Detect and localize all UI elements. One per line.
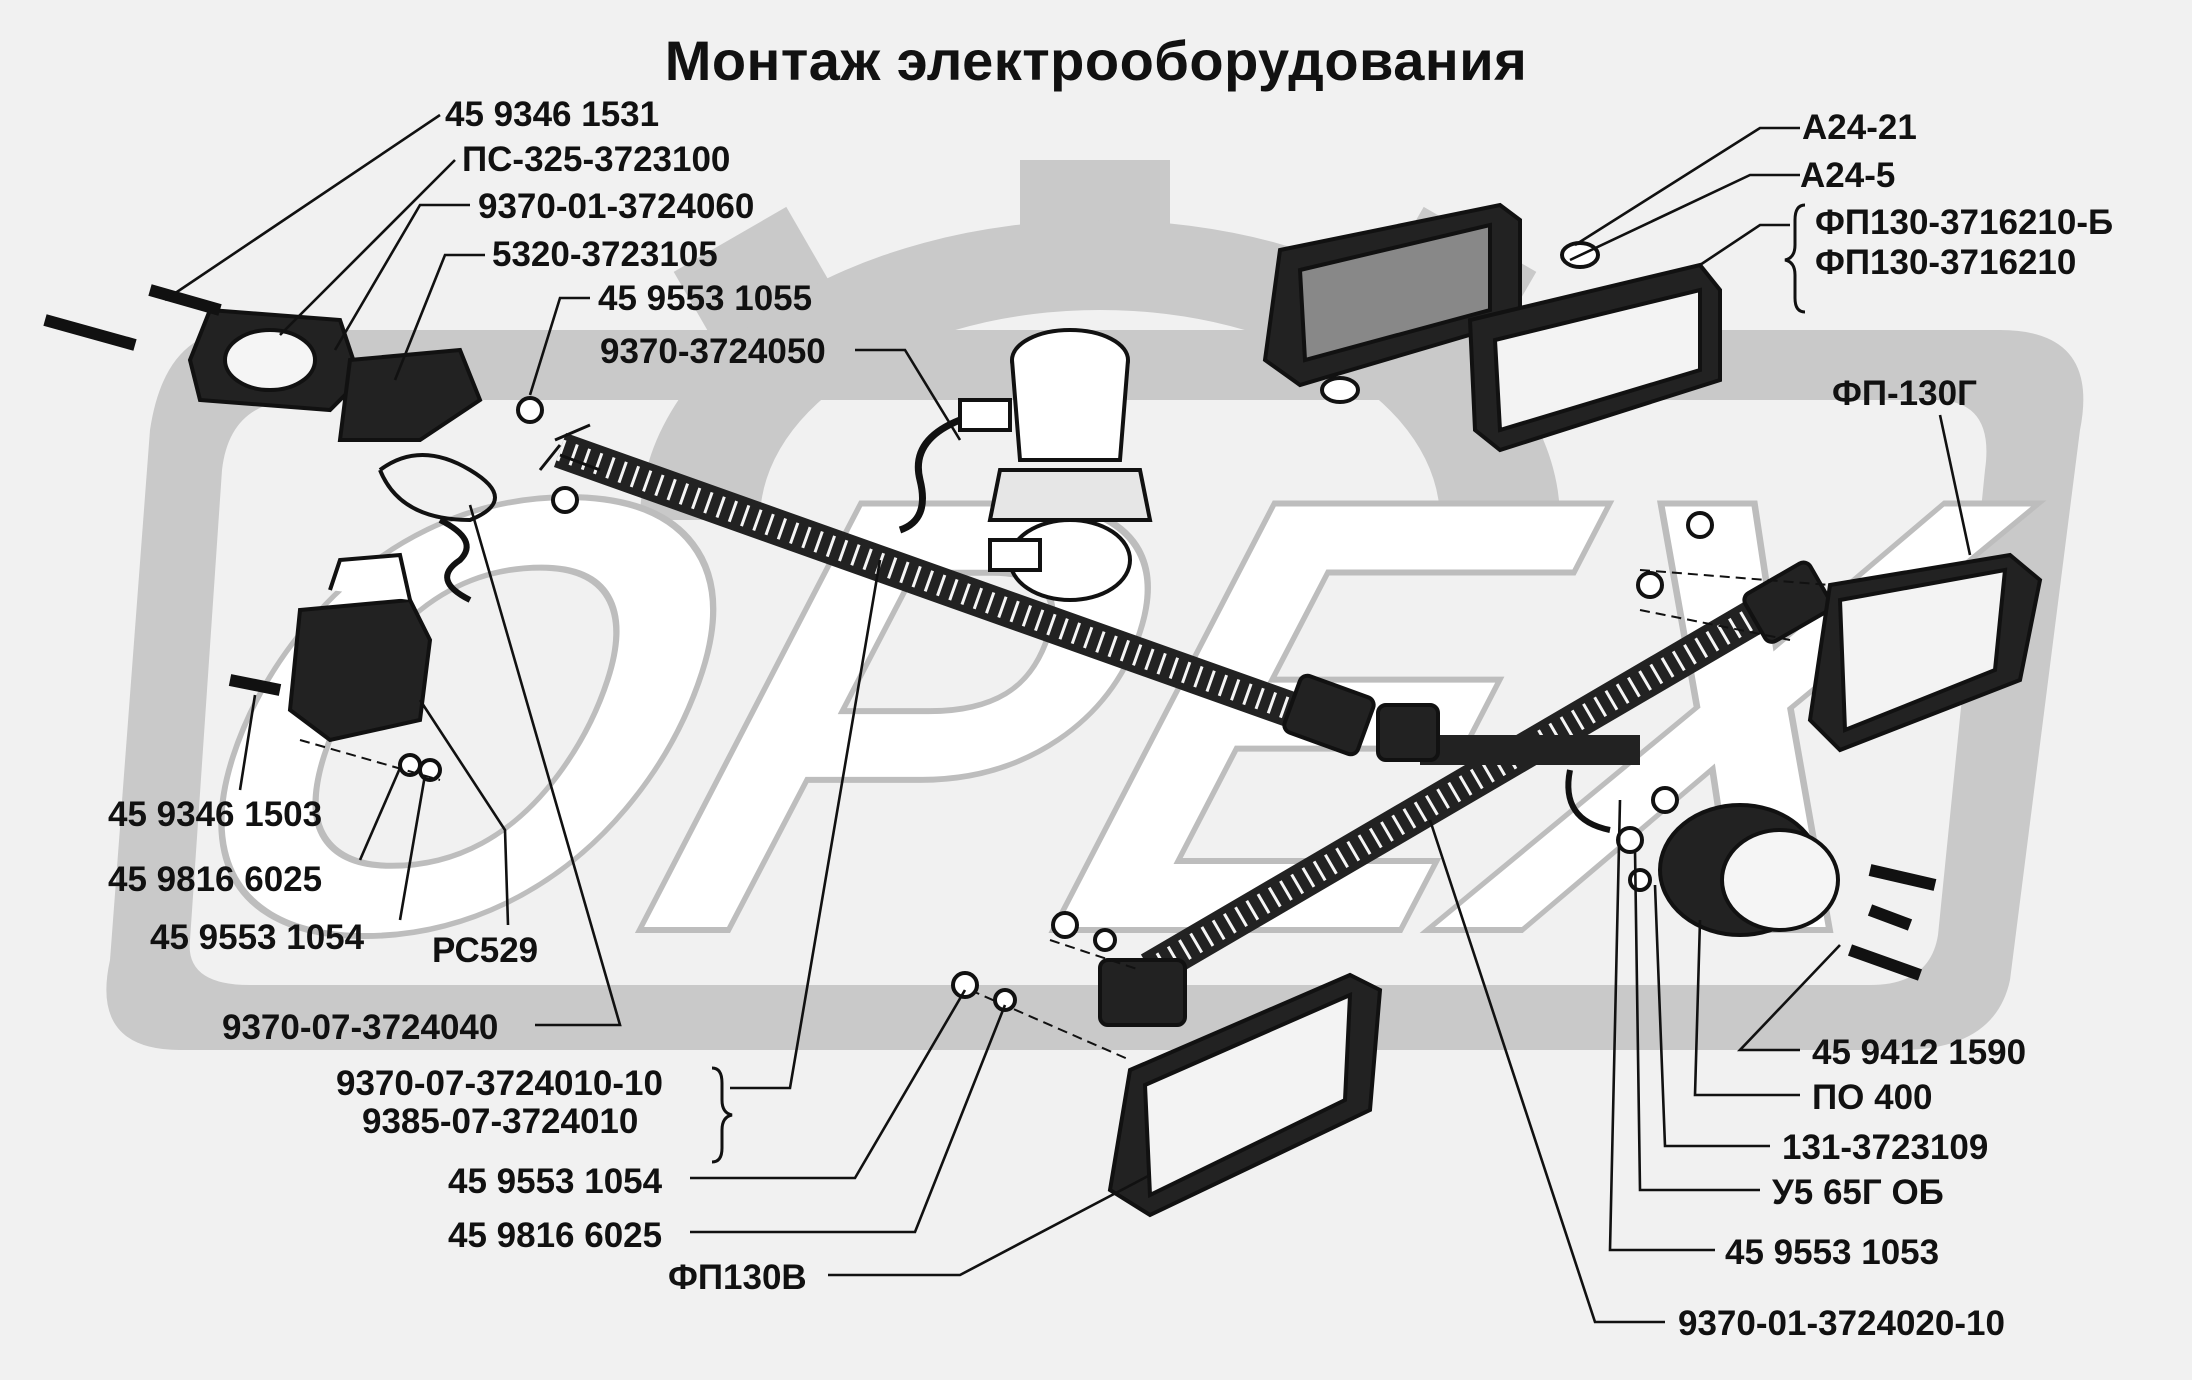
flasher-relay: [228, 552, 442, 782]
label-lamp-fp130g: ФП-130Г: [1832, 374, 1977, 413]
label-washer-u5-65g: У5 65Г ОБ: [1772, 1173, 1944, 1212]
diagram-title: Монтаж электрооборудования: [664, 29, 1528, 92]
label-harness-3724010-10: 9370-07-3724010-10: [336, 1064, 663, 1103]
label-nut-1055: 45 9553 1055: [598, 279, 813, 318]
side-lamp-right: [1636, 511, 2043, 753]
branch-harness-cable: [1140, 574, 1810, 986]
label-bulb-a24-21: А24-21: [1802, 108, 1917, 147]
label-part-131-3723109: 131-3723109: [1782, 1128, 1989, 1167]
label-bolt-1503: 45 9346 1503: [108, 795, 323, 834]
leader-lines: [164, 113, 1972, 1324]
connector-left-lamp: [1098, 958, 1187, 1027]
label-relay-ps325: ПС-325-3723100: [462, 140, 731, 179]
connector-main-end: [1282, 673, 1376, 757]
rear-lamp-upper: [1262, 202, 1722, 453]
brace-right: [1784, 203, 1806, 314]
label-harness-3724040: 9370-07-3724040: [222, 1008, 499, 1047]
label-bolt-upper: 45 9346 1531: [445, 95, 660, 134]
label-lamp-fp130v: ФП130В: [668, 1258, 807, 1297]
label-harness-3724050: 9370-3724050: [600, 332, 826, 371]
label-nut-1053: 45 9553 1053: [1725, 1233, 1940, 1272]
label-lamp-3716210: ФП130-3716210: [1815, 243, 2077, 282]
label-bracket-3723105: 5320-3723105: [492, 235, 718, 274]
brace-left: [711, 1066, 733, 1164]
brake-valve-assembly: [898, 328, 1153, 602]
relay-assembly: [43, 284, 579, 603]
label-washer-6025-left: 45 9816 6025: [108, 860, 323, 899]
label-socket-po400: ПО 400: [1812, 1078, 1933, 1117]
label-harness-9385: 9385-07-3724010: [362, 1102, 639, 1141]
label-harness-3724060: 9370-01-3724060: [478, 187, 755, 226]
label-bulb-a24-5: А24-5: [1800, 156, 1896, 195]
side-lamp-left: [951, 911, 1383, 1218]
label-nut-1054-left: 45 9553 1054: [150, 918, 365, 957]
label-washer-6025-bottom: 45 9816 6025: [448, 1216, 663, 1255]
label-lamp-3716210-b: ФП130-3716210-Б: [1815, 203, 2114, 242]
label-nut-1054-bottom: 45 9553 1054: [448, 1162, 663, 1201]
trailer-socket: [1616, 786, 1937, 981]
label-screw-1590: 45 9412 1590: [1812, 1033, 2027, 1072]
label-relay-rs529: РС529: [432, 931, 539, 970]
connector-center: [1376, 703, 1440, 762]
label-harness-3724020-10: 9370-01-3724020-10: [1678, 1304, 2005, 1343]
